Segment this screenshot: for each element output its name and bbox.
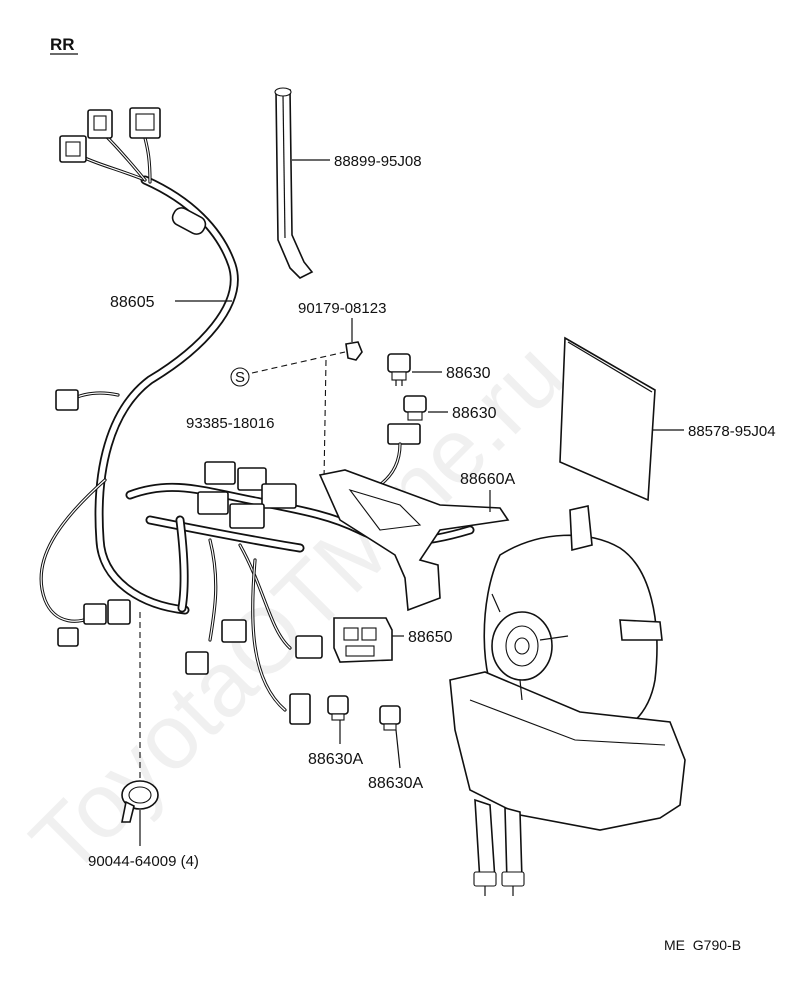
dashed-leader — [323, 359, 327, 481]
part-label-90179-08123: 90179-08123 — [298, 300, 386, 317]
part-label-88578-95j04: 88578-95J04 — [688, 423, 776, 440]
leader-line — [395, 729, 401, 769]
bracket-harness — [125, 461, 510, 725]
part-label-88660a: 88660A — [460, 471, 515, 488]
switch-part — [333, 617, 393, 663]
sensor-part — [327, 695, 349, 721]
tube-part — [274, 87, 314, 279]
part-label-93385-18016: 93385-18016 — [186, 415, 274, 432]
sheet-part — [559, 336, 656, 502]
part-label-88630a-left: 88630A — [308, 751, 363, 768]
sensor-part — [387, 353, 411, 386]
section-code: RR — [50, 35, 75, 54]
blower-unit — [449, 505, 686, 896]
clip-part — [345, 341, 363, 361]
wire-harness — [39, 107, 239, 647]
sensor-part — [403, 395, 427, 421]
dashed-leader — [251, 351, 346, 374]
standard-part-marker: S — [230, 367, 250, 387]
sensor-part — [379, 705, 401, 731]
part-label-88630-upper: 88630 — [446, 365, 491, 382]
band-clamp — [121, 780, 159, 823]
part-label-88899-95j08: 88899-95J08 — [334, 153, 422, 170]
part-label-88630-lower: 88630 — [452, 405, 497, 422]
part-label-88605: 88605 — [110, 294, 155, 311]
diagram-code: ME G790-B — [664, 937, 741, 953]
part-label-88630a-right: 88630A — [368, 775, 423, 792]
part-label-88650: 88650 — [408, 629, 453, 646]
part-label-90044-64009: 90044-64009 (4) — [88, 853, 199, 870]
svg-text:S: S — [235, 369, 245, 386]
